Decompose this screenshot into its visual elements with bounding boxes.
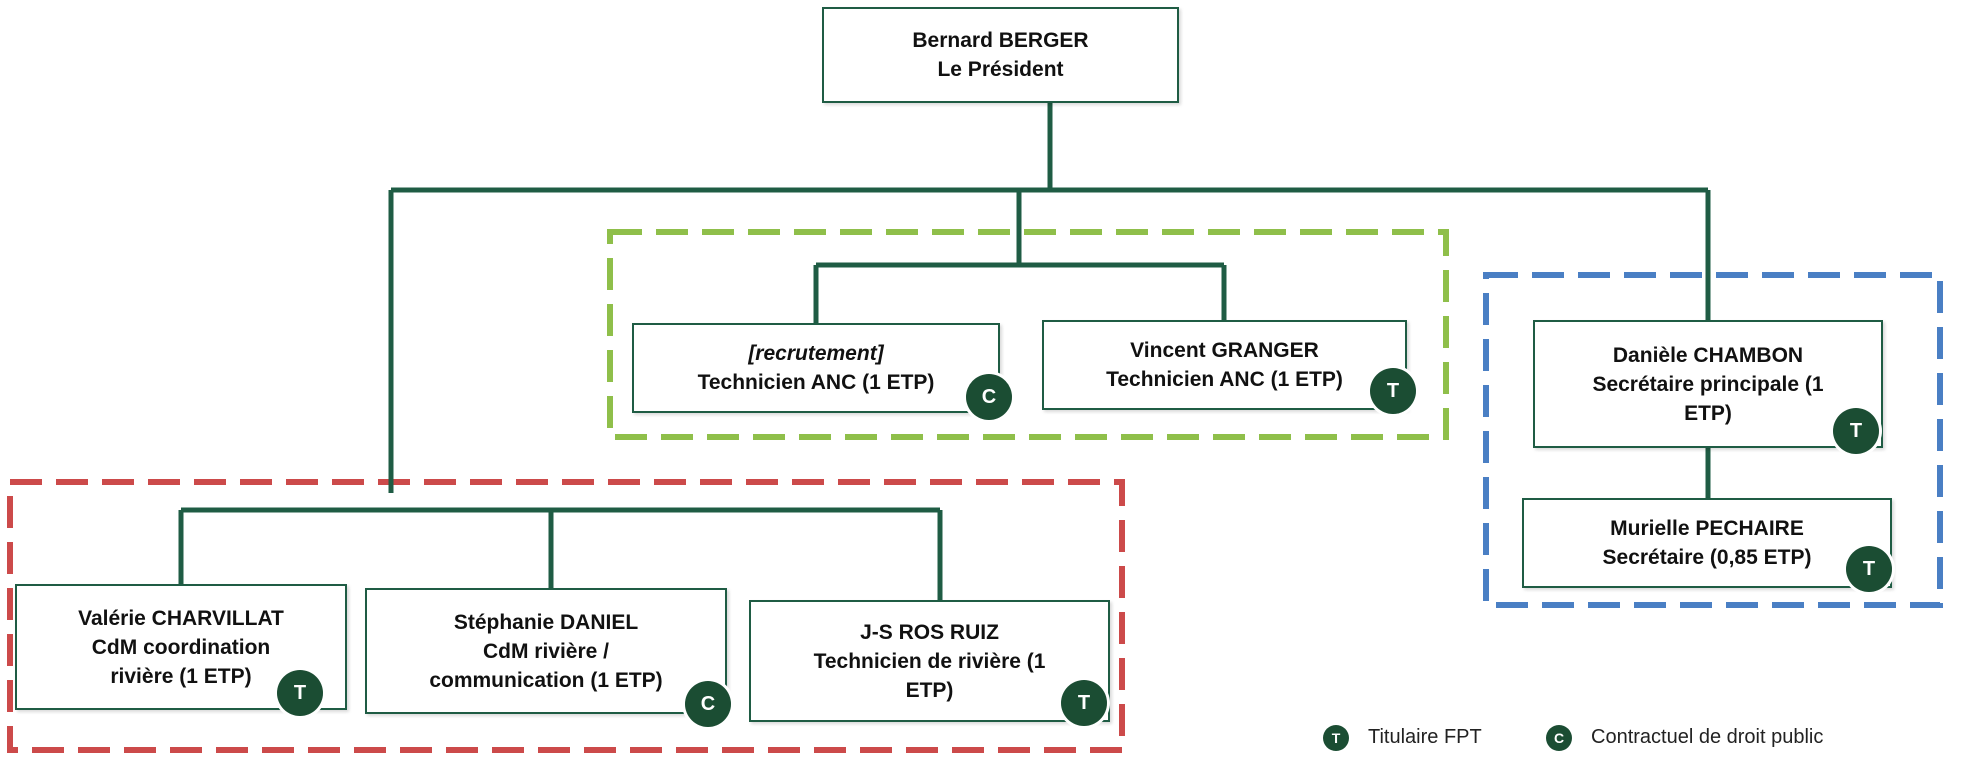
- anc-granger-box: Vincent GRANGER Technicien ANC (1 ETP): [1042, 320, 1407, 410]
- person-role: Technicien ANC (1 ETP): [697, 371, 935, 394]
- person-role-line1: CdM rivière /: [482, 639, 610, 663]
- river-group-frame: [7, 479, 1125, 753]
- person-role: Technicien ANC (1 ETP): [1106, 368, 1343, 391]
- anc-recruitment-box: [recrutement] Technicien ANC (1 ETP): [632, 323, 1000, 413]
- contract-status-badge: T: [1370, 368, 1416, 414]
- contract-status-badge: T: [1833, 408, 1879, 454]
- legend-titulaire-label: Titulaire FPT: [1368, 726, 1482, 748]
- person-name: J-S ROS RUIZ: [860, 620, 999, 644]
- person-role-line1: Secrétaire principale (1: [1592, 372, 1824, 396]
- president-role: Le Président: [937, 58, 1064, 81]
- legend-contractuel-badge: C: [1546, 725, 1572, 751]
- person-role-line2: rivière (1 ETP): [110, 664, 252, 688]
- contract-status-badge: T: [1061, 680, 1107, 726]
- president-box: Bernard BERGER Le Président: [822, 7, 1179, 103]
- connector-lines: [178, 103, 1711, 600]
- legend-contractuel-label: Contractuel de droit public: [1591, 726, 1824, 748]
- person-name: Murielle PECHAIRE: [1610, 517, 1804, 540]
- person-name: Danièle CHAMBON: [1612, 343, 1804, 367]
- person-role-line2: ETP): [905, 678, 954, 702]
- secretariat-group-frame: [1483, 272, 1943, 608]
- legend-titulaire-badge: T: [1323, 725, 1349, 751]
- river-charvillat-box: Valérie CHARVILLAT CdM coordination rivi…: [15, 584, 347, 710]
- person-role-line1: Technicien de rivière (1: [813, 649, 1046, 673]
- person-role-line1: CdM coordination: [91, 635, 271, 659]
- person-role-line2: ETP): [1684, 401, 1732, 425]
- secretariat-chambon-box: Danièle CHAMBON Secrétaire principale (1…: [1533, 320, 1883, 448]
- person-name: Vincent GRANGER: [1130, 339, 1319, 362]
- person-role: Secrétaire (0,85 ETP): [1602, 546, 1812, 569]
- person-role-line2: communication (1 ETP): [429, 668, 663, 692]
- anc-group-frame: [607, 229, 1449, 440]
- secretariat-pechaire-box: Murielle PECHAIRE Secrétaire (0,85 ETP): [1522, 498, 1892, 588]
- person-name: [recrutement]: [748, 342, 884, 365]
- person-name: Stéphanie DANIEL: [453, 610, 639, 634]
- contract-status-badge: C: [685, 681, 731, 727]
- contract-status-badge: C: [966, 374, 1012, 420]
- contract-status-badge: T: [277, 670, 323, 716]
- contract-status-badge: T: [1846, 546, 1892, 592]
- river-daniel-box: Stéphanie DANIEL CdM rivière / communica…: [365, 588, 727, 714]
- president-name: Bernard BERGER: [912, 29, 1089, 52]
- river-rosruiz-box: J-S ROS RUIZ Technicien de rivière (1 ET…: [749, 600, 1110, 722]
- person-name: Valérie CHARVILLAT: [78, 606, 284, 630]
